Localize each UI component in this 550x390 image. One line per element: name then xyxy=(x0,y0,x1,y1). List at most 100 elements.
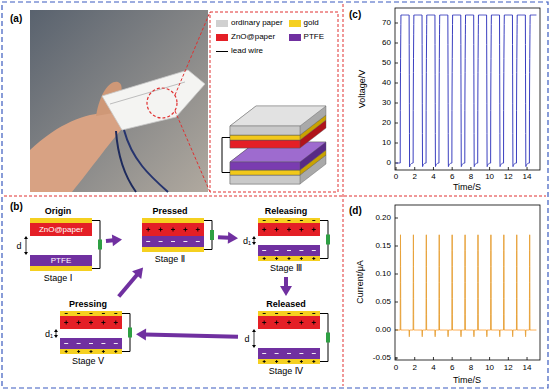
axis-label: 6 xyxy=(450,172,454,181)
stage-number: Stage Ⅴ xyxy=(72,355,104,368)
charge-sign xyxy=(276,257,277,260)
material-layer: PTFE xyxy=(30,255,92,266)
zoom-line xyxy=(175,12,210,95)
axis-label: 8 xyxy=(469,363,473,372)
axis-label: 4 xyxy=(431,363,435,372)
load xyxy=(210,230,214,240)
ptfe-layer xyxy=(142,236,204,247)
charge-sign xyxy=(300,313,303,314)
charge-sign xyxy=(301,360,302,363)
axis-tick xyxy=(395,358,398,359)
charge-sign xyxy=(313,257,314,260)
charge-sign xyxy=(264,321,265,325)
zno-layer xyxy=(60,316,122,329)
charge-sign xyxy=(66,350,67,353)
axis-label: 12 xyxy=(504,363,513,372)
label-holder: 6 xyxy=(450,172,454,181)
arrow-shaft xyxy=(284,277,288,287)
panel-label: d₁ xyxy=(243,235,251,245)
axis-tick xyxy=(395,63,398,64)
legend-swatch xyxy=(216,20,228,27)
axis-tick xyxy=(395,83,398,84)
photo-background xyxy=(30,10,208,192)
label-holder: 0 xyxy=(394,363,398,372)
axis-label: 60 xyxy=(382,38,391,47)
charge-sign xyxy=(275,258,278,259)
layer-name: PTFE xyxy=(51,255,71,266)
axis-tick xyxy=(395,218,398,219)
axis-tick xyxy=(489,167,490,170)
label-holder: Current/μA xyxy=(355,260,365,304)
label-holder: 30 xyxy=(382,98,391,107)
zno-layer xyxy=(258,223,320,236)
charge-sign xyxy=(103,321,104,325)
charge-sign xyxy=(313,321,314,325)
label-holder: 10 xyxy=(382,138,391,147)
charge-sign xyxy=(301,321,302,325)
current-curve xyxy=(396,235,536,337)
label-holder: 10 xyxy=(485,172,494,181)
label-holder: d₁ xyxy=(243,235,251,245)
gap-marker xyxy=(54,335,58,338)
axis-tick xyxy=(433,357,434,360)
layer-side xyxy=(230,106,326,135)
panel-label: (a) xyxy=(10,13,22,25)
charge-sign xyxy=(276,228,277,232)
charge-sign xyxy=(115,350,116,353)
legend-text: PTFE xyxy=(304,32,324,42)
charge-sign xyxy=(313,360,314,363)
axis-label: Time/S xyxy=(453,182,481,192)
gold-electrode xyxy=(142,218,204,223)
charge-sign xyxy=(264,228,265,232)
axis-label: Voltage/V xyxy=(357,70,367,109)
charge-sign xyxy=(196,241,200,242)
axis-tick xyxy=(396,167,397,170)
axis-label: 6 xyxy=(450,363,454,372)
axis-tick xyxy=(395,103,398,104)
charge-sign xyxy=(263,258,266,259)
axis-tick xyxy=(414,357,415,360)
charge-sign xyxy=(299,353,303,354)
charge-sign xyxy=(264,257,265,260)
axis-label: 0.10 xyxy=(375,269,391,278)
axis-label: 20 xyxy=(382,118,391,127)
axis-label: 0 xyxy=(394,363,398,372)
plot-frame xyxy=(395,205,540,360)
process-arrow xyxy=(280,277,292,296)
panel-label: d xyxy=(244,333,249,343)
charge-sign xyxy=(90,351,93,352)
gold-electrode xyxy=(30,266,92,271)
label-holder: 0.10 xyxy=(375,269,391,278)
gap-marker xyxy=(252,236,256,239)
label-holder: 14 xyxy=(523,363,532,372)
gap-marker xyxy=(24,252,28,255)
charge-sign xyxy=(312,250,316,251)
label-holder: 4 xyxy=(431,363,435,372)
process-arrow xyxy=(136,328,238,340)
label-holder: (b) xyxy=(10,201,23,213)
stage-group: ReleasingStage Ⅲ xyxy=(240,205,332,275)
charge-sign xyxy=(159,241,163,242)
label-holder: 12 xyxy=(504,363,513,372)
axis-label: 10 xyxy=(382,138,391,147)
stage-title: Pressing xyxy=(69,298,107,310)
axis-label: 0.05 xyxy=(375,297,391,306)
axis-label: Current/μA xyxy=(355,260,365,304)
axis-tick xyxy=(395,143,398,144)
charge-sign xyxy=(197,228,198,232)
charge-sign xyxy=(289,321,290,325)
axis-tick xyxy=(452,167,453,170)
label-holder: d xyxy=(244,333,249,343)
charge-sign xyxy=(183,241,187,242)
stage-group: PressedStage Ⅱ xyxy=(124,205,216,266)
charge-sign xyxy=(289,257,290,260)
legend-item: gold xyxy=(289,18,319,28)
paper-device xyxy=(102,70,205,130)
axis-tick xyxy=(414,167,415,170)
axis-tick xyxy=(395,123,398,124)
label-holder: d₁ xyxy=(45,328,53,338)
label-holder: 40 xyxy=(382,78,391,87)
charge-sign xyxy=(287,250,291,251)
